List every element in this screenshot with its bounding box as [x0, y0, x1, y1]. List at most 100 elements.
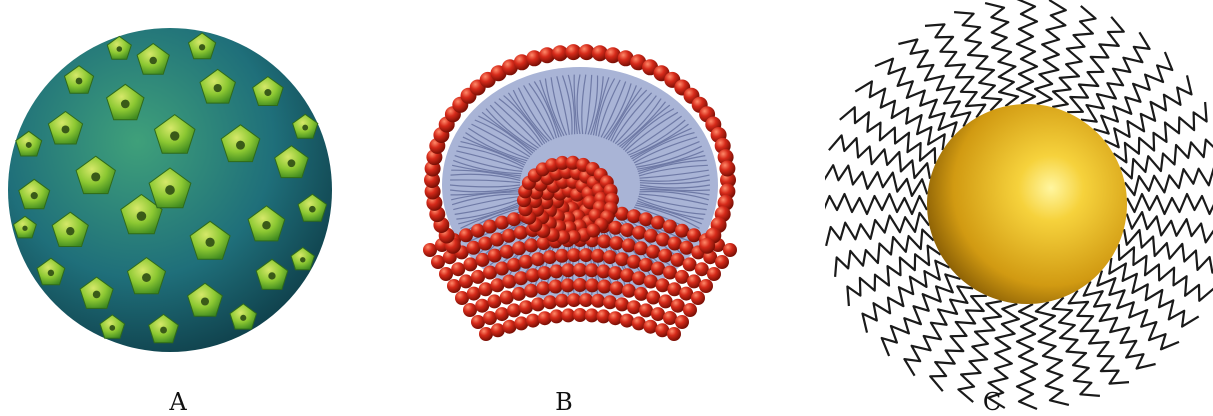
lipid-head	[597, 309, 611, 323]
lipid-head	[463, 257, 477, 271]
lipid-head	[507, 303, 521, 317]
lipid-head	[514, 271, 528, 285]
lipid-head	[555, 294, 569, 308]
lipid-head	[663, 311, 677, 325]
liposome-illustration	[410, 0, 750, 380]
lipid-head	[610, 281, 624, 295]
lipid-head	[451, 262, 465, 276]
lipid-head	[507, 212, 521, 226]
lipid-head	[573, 278, 587, 292]
lipid-head	[719, 161, 735, 177]
lipid-head	[549, 280, 563, 294]
lipid-head	[646, 291, 660, 305]
lipid-head	[538, 311, 552, 325]
lipid-head	[483, 220, 497, 234]
liposome-group	[423, 44, 737, 341]
lipid-head	[519, 255, 533, 269]
lipid-head	[683, 303, 697, 317]
lipid-head	[651, 262, 665, 276]
lipid-head	[608, 266, 622, 280]
lipid-head	[512, 241, 526, 255]
lipid-head	[639, 303, 653, 317]
lipid-head	[586, 224, 600, 238]
lipid-head	[524, 284, 538, 298]
polymer-chain	[1127, 194, 1213, 214]
lipid-head	[675, 315, 689, 329]
lipid-head	[503, 320, 517, 334]
lipid-head	[538, 266, 552, 280]
lipid-head	[667, 327, 681, 341]
lipid-head	[490, 233, 504, 247]
lipid-head	[687, 274, 701, 288]
lipid-head	[478, 237, 492, 251]
lipid-head	[495, 216, 509, 230]
lipid-head	[495, 262, 509, 276]
lipid-head	[683, 257, 697, 271]
lipid-head	[519, 300, 533, 314]
lipid-head	[531, 252, 545, 266]
lipid-head	[543, 250, 557, 264]
polymer-chain	[1094, 52, 1173, 134]
lipid-head	[483, 311, 497, 325]
lipid-head	[502, 229, 516, 243]
nanoparticle-core	[927, 104, 1127, 304]
lipid-head	[475, 299, 489, 313]
polymer-chain	[1017, 0, 1037, 104]
polymer-chain	[825, 194, 927, 214]
lipid-head	[591, 294, 605, 308]
lipid-head	[615, 297, 629, 311]
panel-label-c: C	[962, 388, 1022, 416]
lipid-head	[555, 249, 569, 263]
lipid-head	[699, 238, 715, 254]
polymer-chain	[825, 165, 927, 196]
panel-b	[410, 0, 750, 416]
lipid-head	[459, 274, 473, 288]
lipid-head	[634, 241, 648, 255]
lipid-head	[531, 297, 545, 311]
lipid-head	[479, 327, 493, 341]
lipid-head	[495, 307, 509, 321]
lipid-head	[627, 255, 641, 269]
lipid-head	[567, 248, 581, 262]
lipid-head	[622, 284, 636, 298]
lipid-head	[591, 249, 605, 263]
polymer-chain	[1125, 162, 1213, 195]
lipid-head	[707, 267, 721, 281]
lipid-head	[502, 275, 516, 289]
lipid-head	[487, 294, 501, 308]
polymer-chain	[875, 59, 957, 138]
lipid-head	[524, 238, 538, 252]
lipid-head	[622, 238, 636, 252]
lipid-head	[507, 258, 521, 272]
nanoparticle-illustration	[825, 0, 1213, 416]
lipid-head	[500, 245, 514, 259]
lipid-head	[488, 249, 502, 263]
lipid-head	[447, 279, 461, 293]
lipid-head	[615, 252, 629, 266]
lipid-head	[476, 253, 490, 267]
lipid-head	[639, 258, 653, 272]
virus-capsid-illustration	[0, 0, 340, 380]
lipid-head	[644, 320, 658, 334]
lipid-head	[663, 220, 677, 234]
lipid-head	[526, 314, 540, 328]
lipid-head	[514, 316, 528, 330]
lipid-head	[459, 228, 473, 242]
lipid-head	[603, 295, 617, 309]
lipid-head	[691, 291, 705, 305]
lipid-head	[663, 266, 677, 280]
lipid-head	[620, 268, 634, 282]
lipid-head	[671, 253, 685, 267]
lipid-head	[423, 243, 437, 257]
lipid-head	[463, 303, 477, 317]
lipid-head	[695, 262, 709, 276]
lipid-head	[483, 266, 497, 280]
lipid-head	[536, 281, 550, 295]
lipid-head	[632, 226, 646, 240]
lipid-head	[656, 233, 670, 247]
lipid-head	[585, 278, 599, 292]
lipid-head	[608, 311, 622, 325]
lipid-head	[651, 307, 665, 321]
lipid-head	[514, 226, 528, 240]
lipid-head	[543, 295, 557, 309]
